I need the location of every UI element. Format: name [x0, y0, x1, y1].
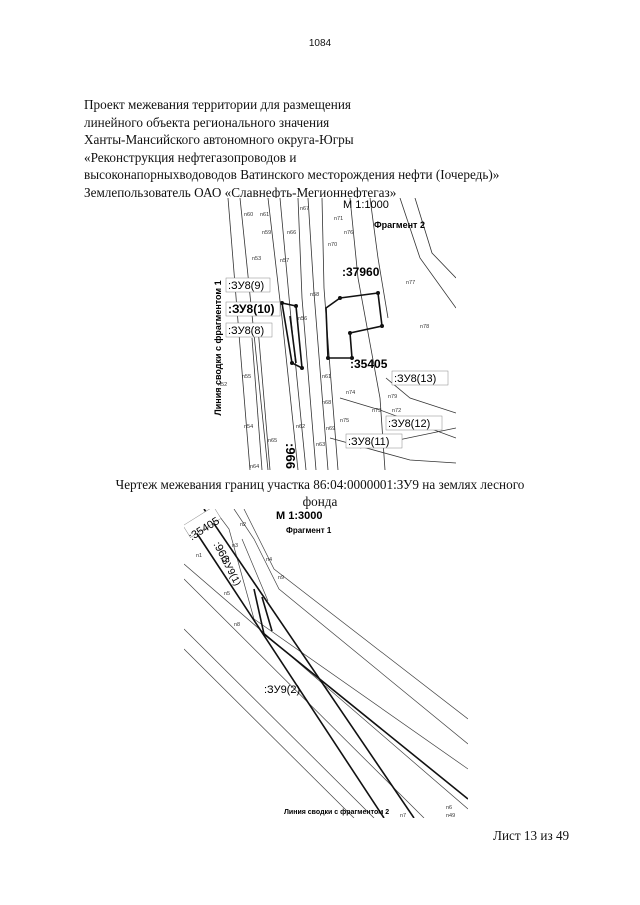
point-label: n77 — [406, 280, 415, 286]
point-label: n61 — [260, 212, 269, 218]
point-label: n76 — [344, 230, 353, 236]
side-label: Линия сводки с фрагментом 1 — [213, 280, 223, 415]
point-label: n53 — [252, 256, 261, 262]
point-label: n54 — [244, 424, 253, 430]
header-line: Проект межевания территории для размещен… — [84, 97, 351, 112]
header-line: Землепользователь ОАО «Славнефть-Мегионн… — [84, 184, 397, 200]
caption-line: фонда — [302, 494, 338, 509]
point-label: n3 — [232, 543, 238, 549]
parcel-label: :35405 — [350, 357, 388, 371]
header-line: высоконапорныхводоводов Ватинского место… — [84, 167, 500, 183]
sheet-number: Лист 13 из 49 — [493, 828, 570, 843]
zu-label: :ЗУ8(12) — [388, 418, 430, 430]
point-label: n49 — [446, 813, 455, 818]
zu-label: :ЗУ8(9) — [228, 280, 264, 292]
bottom-label: Линия сводки с фрагментом 2 — [284, 809, 389, 816]
map-fragment-title: Фрагмент 1 — [286, 526, 332, 535]
page-number: 1084 — [308, 38, 332, 49]
point-label: n57 — [280, 258, 289, 264]
point-label: n63 — [316, 442, 325, 448]
point-label: n5 — [224, 591, 230, 597]
point-label: n62 — [296, 424, 305, 430]
point-label: n75 — [340, 418, 349, 424]
point-label: n72 — [392, 408, 401, 414]
point-label: n60 — [244, 212, 253, 218]
zu-label: :ЗУ8(13) — [394, 373, 436, 385]
survey-map-fragment-1: М 1:3000 Фрагмент 1 :35405 :966 :ЗУ9(1) … — [184, 509, 468, 818]
point-label: n71 — [334, 216, 343, 222]
survey-map-fragment-2: Линия сводки с фрагментом 1 М 1:1000 Фра… — [210, 198, 456, 470]
point-label: n9 — [278, 575, 284, 581]
point-label: n74 — [346, 390, 355, 396]
map-scale: М 1:1000 — [343, 199, 389, 211]
caption-line: Чертеж межевания границ участка 86:04:00… — [115, 477, 525, 492]
point-label: n55 — [242, 374, 251, 380]
point-label: n61 — [322, 374, 331, 380]
point-label: n70 — [328, 242, 337, 248]
point-label: n64 — [250, 464, 259, 470]
point-label: n73 — [372, 408, 381, 414]
point-label: n2 — [240, 522, 246, 528]
point-label: n8 — [234, 622, 240, 628]
point-label: n67 — [300, 206, 309, 212]
point-label: n52 — [218, 382, 227, 388]
point-label: n7 — [400, 813, 406, 818]
point-label: n65 — [268, 438, 277, 444]
zu-label: :ЗУ8(11) — [348, 436, 389, 448]
parcel-label: :37960 — [342, 265, 380, 279]
header-line: линейного объекта регионального значения — [84, 114, 330, 130]
map-fragment-title: Фрагмент 2 — [374, 220, 425, 230]
drawing-caption: Чертеж межевания границ участка 86:04:00… — [70, 476, 570, 510]
point-label: n78 — [420, 324, 429, 330]
point-label: n1 — [196, 553, 202, 559]
parcel-label: :966 — [283, 443, 298, 469]
zu-label: :ЗУ8(8) — [228, 325, 264, 337]
zu-label: :ЗУ9(2) — [264, 684, 300, 696]
document-header: Проект межевания территории для размещен… — [84, 96, 584, 202]
point-label: n6 — [446, 805, 452, 811]
point-label: n59 — [262, 230, 271, 236]
point-label: n66 — [287, 230, 296, 236]
header-line: Ханты-Мансийского автономного округа-Югр… — [84, 132, 354, 148]
map-fragment-2-drawing: Линия сводки с фрагментом 1 М 1:1000 Фра… — [213, 198, 456, 470]
point-label: n68 — [322, 400, 331, 406]
point-label: n58 — [310, 292, 319, 298]
zu-label: :ЗУ8(10) — [228, 302, 275, 316]
point-label: n79 — [388, 394, 397, 400]
map-fragment-1-drawing: М 1:3000 Фрагмент 1 :35405 :966 :ЗУ9(1) … — [184, 509, 468, 818]
point-label: n69 — [326, 426, 335, 432]
header-line: «Реконструкция нефтегазопроводов и — [84, 149, 297, 165]
point-label: n56 — [298, 316, 307, 322]
point-label: n4 — [266, 557, 272, 563]
map-scale: М 1:3000 — [276, 510, 322, 522]
